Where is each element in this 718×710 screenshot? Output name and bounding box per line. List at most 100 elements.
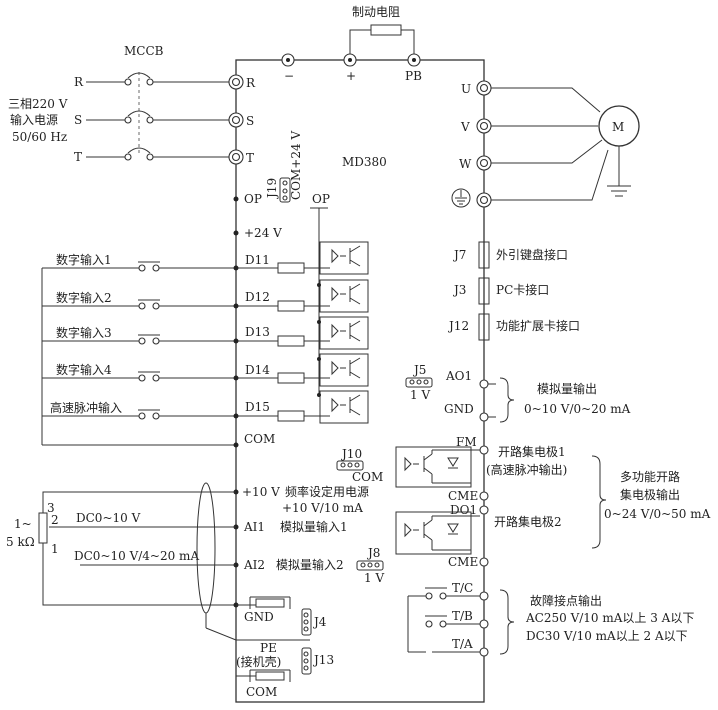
terminal-u <box>476 80 492 96</box>
gnd-label: GND <box>444 402 474 416</box>
terminal-s <box>228 112 244 128</box>
j8-label: J8 <box>366 546 380 560</box>
mf-label-1: 多功能开路 <box>620 469 680 484</box>
j4-label: J4 <box>312 615 327 629</box>
j5v-label: 1 V <box>410 388 430 402</box>
cme2-label: CME <box>448 555 478 569</box>
d13-label: D13 <box>245 325 270 339</box>
terminal-r <box>228 74 244 90</box>
p24-label: +24 V <box>244 226 282 240</box>
pot-label-1: 1~ <box>14 517 32 531</box>
gnd2-label: GND <box>244 610 274 624</box>
j8v-label: 1 V <box>364 571 384 585</box>
j12-connector[interactable] <box>478 313 490 341</box>
power-label-3: 50/60 Hz <box>12 130 67 144</box>
j19-jumper <box>279 177 291 203</box>
j12-desc: 功能扩展卡接口 <box>496 318 580 333</box>
mf-label-3: 0~24 V/0~50 mA <box>604 507 711 521</box>
fault-label-2: AC250 V/10 mA以上 3 A以下 <box>525 611 694 625</box>
op-terminal-label: OP <box>244 192 262 206</box>
j13-label: J13 <box>312 653 334 667</box>
j7-label: J7 <box>452 248 466 262</box>
power-label-1: 三相220 V <box>8 97 68 111</box>
optocoupler-d14 <box>319 353 369 387</box>
optocoupler-d15 <box>319 390 369 424</box>
terminal-pb <box>407 53 421 67</box>
di5-label: 高速脉冲输入 <box>50 400 122 415</box>
input-r-label: R <box>74 75 84 89</box>
pe-label: PE <box>260 641 277 655</box>
open-collector-1 <box>395 446 480 488</box>
gnd-capacitor-resistor <box>249 596 291 609</box>
u-label: U <box>461 82 471 96</box>
shield-cable <box>196 482 216 614</box>
j19-label: J19 <box>265 178 279 200</box>
digital-input-5: 高速脉冲输入 D15 <box>42 400 330 422</box>
digital-input-1: 数字输入1 D11 <box>42 252 330 274</box>
com-label: COM <box>244 432 275 446</box>
mf-brace <box>591 455 607 549</box>
j7-connector[interactable] <box>478 241 490 269</box>
fault-label-3: DC30 V/10 mA以上 2 A以下 <box>526 629 688 643</box>
ai2-label: AI2 <box>243 558 265 572</box>
di4-label: 数字输入4 <box>56 362 112 377</box>
w-label: W <box>459 157 472 171</box>
com2-label: COM <box>246 685 277 699</box>
power-label-2: 输入电源 <box>10 112 58 127</box>
input-s-label: S <box>74 113 82 127</box>
j4-jumper <box>301 608 312 636</box>
j10-label: J10 <box>340 447 362 461</box>
p10-desc-1: 频率设定用电源 <box>285 484 369 499</box>
optocoupler-d12 <box>319 279 369 313</box>
p10-desc-2: +10 V/10 mA <box>282 501 363 515</box>
optocoupler-d11 <box>319 241 369 275</box>
digital-input-4: 数字输入4 D14 <box>42 362 330 384</box>
ai1-label: AI1 <box>243 520 265 534</box>
tc-label: T/C <box>452 581 473 595</box>
fm-label: FM <box>456 435 477 449</box>
optocoupler-d13 <box>319 316 369 350</box>
mccb-label: MCCB <box>124 44 164 58</box>
fault-brace <box>499 589 515 655</box>
pin1-label: 1 <box>51 542 59 556</box>
ai1-desc: 模拟量输入1 <box>280 519 348 534</box>
mf-label-2: 集电极输出 <box>620 487 680 502</box>
j13-jumper <box>301 647 312 675</box>
com24-label: COM+24 V <box>289 131 303 200</box>
brake-resistor-label: 制动电阻 <box>352 5 400 19</box>
motor-label: M <box>612 120 624 134</box>
d12-label: D12 <box>245 290 270 304</box>
di1-label: 数字输入1 <box>56 252 112 267</box>
plus-label: + <box>346 69 356 83</box>
terminal-s-label: S <box>246 114 254 128</box>
brake-resistor <box>370 24 402 36</box>
j3-connector[interactable] <box>478 277 490 305</box>
digital-input-3: 数字输入3 D13 <box>42 325 330 347</box>
terminal-v <box>476 118 492 134</box>
j12-label: J12 <box>447 319 469 333</box>
ao-brace <box>499 377 515 423</box>
terminal-ground <box>476 192 492 208</box>
cme1-label: CME <box>448 489 478 503</box>
v-label: V <box>460 120 470 134</box>
j8-jumper <box>356 560 384 571</box>
digital-input-2: 数字输入2 D12 <box>42 290 330 312</box>
oc2-label: 开路集电极2 <box>494 514 562 529</box>
tb-label: T/B <box>452 609 473 623</box>
pot-label-2: 5 kΩ <box>6 535 35 549</box>
dc2-label: DC0~10 V/4~20 mA <box>74 549 199 563</box>
j10-jumper <box>336 460 364 471</box>
terminal-r-label: R <box>246 76 256 90</box>
ao-title: 模拟量输出 <box>537 381 597 396</box>
minus-label: − <box>284 69 294 83</box>
pb-label: PB <box>405 69 422 83</box>
ao-range: 0~10 V/0~20 mA <box>524 402 631 416</box>
d15-label: D15 <box>245 400 270 414</box>
di2-label: 数字输入2 <box>56 290 112 305</box>
ai2-desc: 模拟量输入2 <box>276 557 344 572</box>
terminal-w <box>476 155 492 171</box>
op-line-label: OP <box>312 192 330 206</box>
oc1b-label: (高速脉冲输出) <box>486 462 567 477</box>
d11-label: D11 <box>245 253 270 267</box>
